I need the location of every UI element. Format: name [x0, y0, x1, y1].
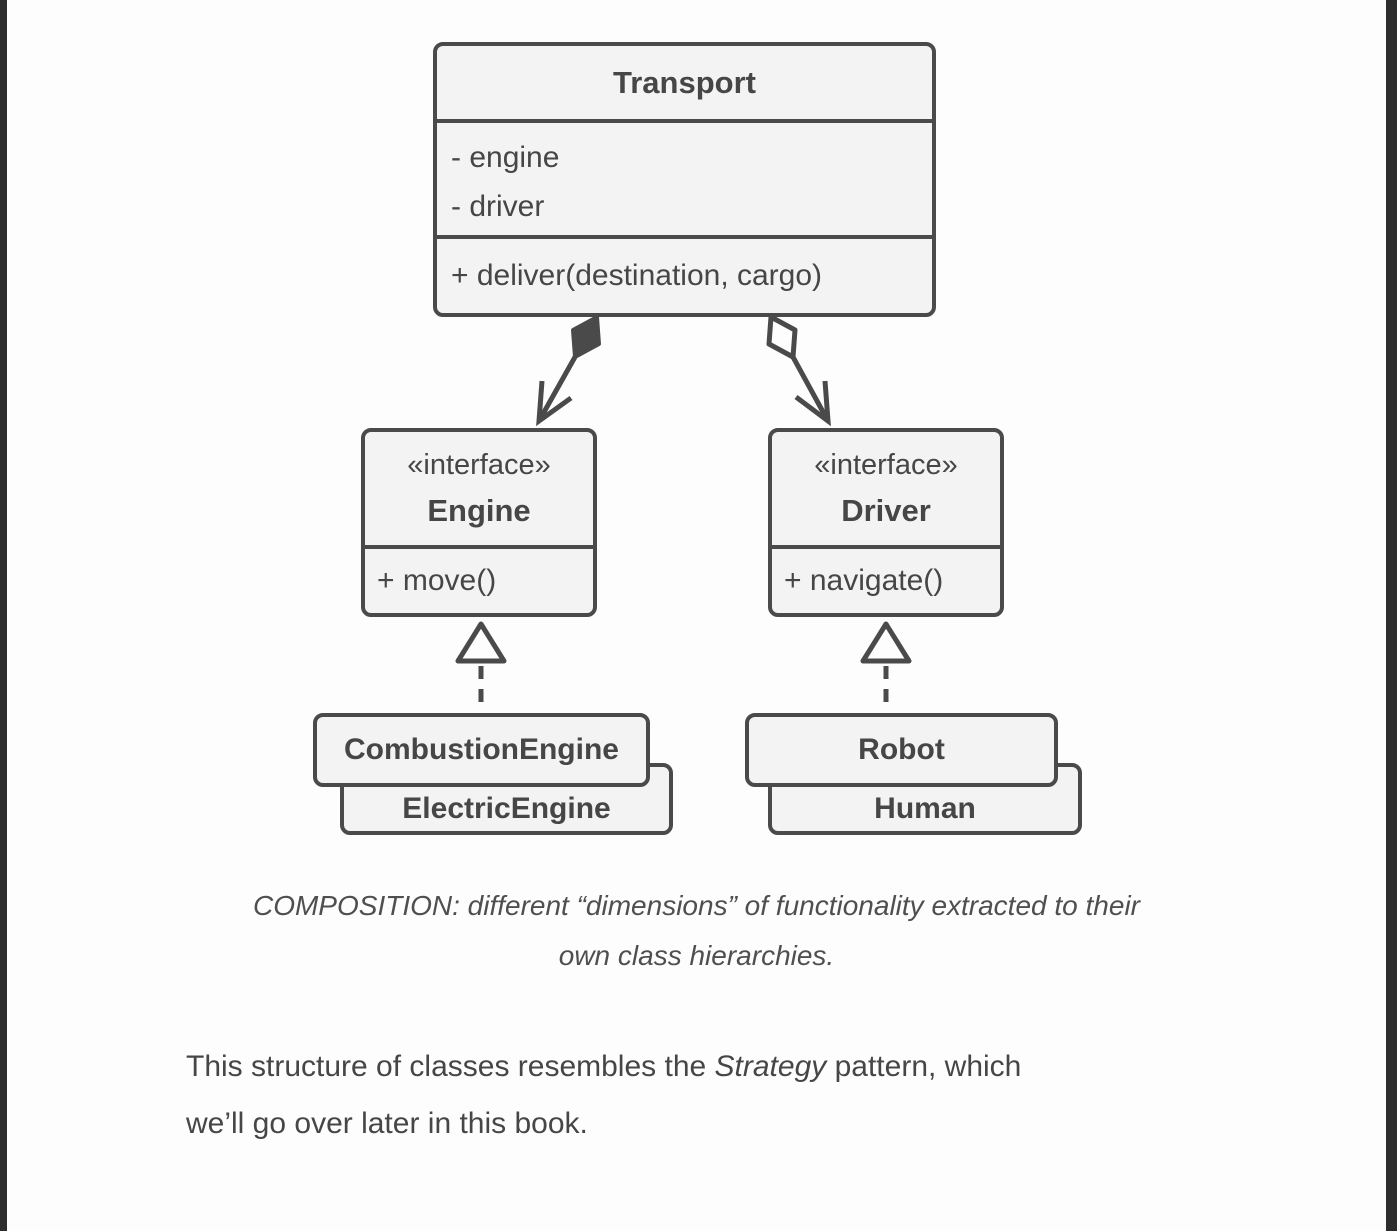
paragraph-text: pattern, which: [826, 1050, 1022, 1083]
caption-line: own class hierarchies.: [558, 940, 835, 971]
composition-line: [536, 355, 578, 423]
composition-connector: [536, 315, 601, 427]
interface-title: «interface» Engine: [365, 432, 593, 545]
aggregation-arrowhead-icon: [794, 380, 831, 427]
field-driver: - driver: [451, 190, 545, 223]
interface-stereotype: «interface»: [814, 448, 958, 481]
aggregation-line: [790, 355, 831, 423]
driver-realization-connector: [860, 621, 912, 711]
composition-filled-diamond-icon: [571, 315, 601, 359]
paragraph-emphasis: Strategy: [714, 1050, 827, 1083]
class-box-robot: Robot: [745, 713, 1058, 787]
class-box-transport: Transport - engine - driver + deliver(de…: [433, 42, 936, 317]
interface-name: Engine: [427, 492, 531, 528]
paragraph-line: we’ll go over later in this book.: [186, 1107, 588, 1140]
paragraph-line: This structure of classes resembles the …: [186, 1038, 1226, 1095]
diagram-connectors: [455, 314, 912, 711]
class-title: Transport: [613, 64, 756, 100]
class-methods: + deliver(destination, cargo): [437, 235, 932, 313]
interface-title: «interface» Driver: [772, 432, 1000, 545]
aggregation-connector: [766, 314, 831, 427]
method-navigate: + navigate(): [784, 564, 944, 597]
interface-box-engine: «interface» Engine + move(): [361, 428, 597, 617]
interface-box-driver: «interface» Driver + navigate(): [768, 428, 1004, 617]
field-engine: - engine: [451, 141, 560, 174]
aggregation-hollow-diamond-icon: [766, 314, 798, 360]
body-paragraph: This structure of classes resembles the …: [186, 1038, 1226, 1152]
figure-caption: COMPOSITION: different “dimensions” of f…: [7, 881, 1386, 981]
class-fields: - engine - driver: [437, 119, 932, 235]
engine-realization-connector: [455, 621, 507, 711]
composition-arrowhead-icon: [536, 380, 573, 427]
class-box-combustionengine: CombustionEngine: [313, 713, 650, 787]
caption-line: COMPOSITION: different “dimensions” of f…: [252, 890, 1140, 921]
interface-methods: + move(): [365, 545, 593, 613]
interface-methods: + navigate(): [772, 545, 1000, 613]
interface-stereotype: «interface»: [407, 448, 551, 481]
interface-name: Driver: [841, 492, 931, 528]
method-move: + move(): [377, 564, 497, 597]
paragraph-text: This structure of classes resembles the: [186, 1050, 715, 1083]
method-deliver: + deliver(destination, cargo): [451, 259, 823, 292]
realization-triangle-icon: [455, 621, 507, 664]
realization-triangle-icon: [860, 621, 912, 664]
